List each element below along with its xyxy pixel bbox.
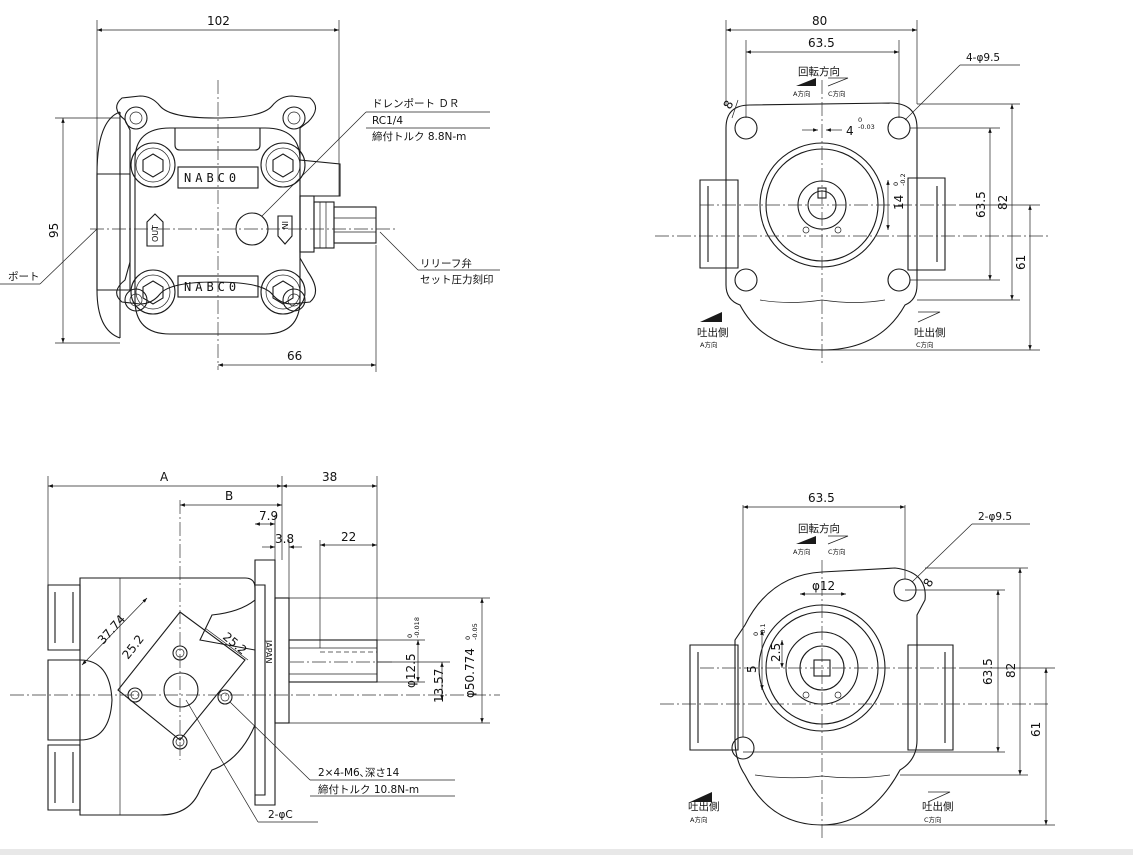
tr-dim-61: 61 — [1014, 255, 1028, 270]
br-dim-12: φ12 — [812, 579, 835, 593]
br-flange-outline — [734, 567, 926, 826]
drain-port-line2: RC1/4 — [372, 115, 403, 127]
front-view: NABC0 NABC0 OUT IN 102 95 — [0, 14, 500, 372]
top-right-view: 80 63.5 回転方向 A方向 C方向 4 0-0.03 14 0-0.2 6… — [655, 14, 1050, 365]
side-boss-bottom — [47, 744, 81, 811]
tr-right-boss — [907, 177, 946, 271]
relief-valve-line1: リリーフ弁 — [420, 257, 472, 270]
br-dim-5: 5 — [745, 665, 759, 673]
dim-125: φ12.5 — [404, 653, 418, 688]
tr-holes-label: 4-φ9.5 — [966, 52, 1000, 64]
dim-66: 66 — [287, 349, 302, 363]
br-left-boss — [689, 644, 739, 751]
tap-line2: 締付トルク 10.8N-m — [318, 783, 419, 796]
tr-dim-82: 82 — [996, 195, 1010, 210]
in-arrow-marker — [277, 215, 293, 245]
br-discharge-c-sub: C方向 — [924, 815, 942, 824]
front-outer — [96, 111, 121, 339]
tr-dir-a: A方向 — [793, 89, 810, 98]
tr-dim-4: 4 — [846, 124, 854, 138]
br-dir-a: A方向 — [793, 547, 810, 556]
tap-line1: 2×4-M6､深さ14 — [318, 767, 400, 779]
br-dim-635-top: 63.5 — [808, 491, 835, 505]
br-dim-635-side: 63.5 — [981, 658, 995, 685]
bottom-right-view: 63.5 回転方向 A方向 C方向 φ12 2.5 5 0-0.1 63.5 8… — [660, 491, 1055, 840]
bottom-edge-bar — [0, 849, 1133, 855]
br-rotation-label: 回転方向 — [798, 522, 840, 535]
tr-dim-635-top: 63.5 — [808, 36, 835, 50]
br-holes-label: 2-φ9.5 — [978, 511, 1012, 523]
side-pilot — [274, 597, 290, 724]
side-square-plate — [117, 611, 246, 741]
tr-dim-14: 14 — [892, 195, 906, 210]
drain-port-line3: 締付トルク 8.8N-m — [372, 130, 466, 143]
holes-c-label: 2-φC — [268, 809, 293, 821]
nameplate-top-text: NABC0 — [184, 171, 240, 185]
dim-50774: φ50.774 — [463, 648, 477, 698]
tr-flange-outline — [725, 102, 918, 351]
tr-tol-4: 0-0.03 — [858, 116, 875, 131]
tr-dim-635-side: 63.5 — [974, 191, 988, 218]
br-discharge-a-sub: A方向 — [690, 815, 707, 824]
dim-3774: 37.74 — [95, 612, 128, 647]
japan-label: JAPAN — [264, 639, 273, 663]
dim-38: 38 — [322, 470, 337, 484]
nameplate-top — [177, 166, 259, 189]
tr-discharge-c-sub: C方向 — [916, 340, 934, 349]
br-discharge-c: 吐出側 — [922, 800, 954, 813]
br-dim-25: 2.5 — [769, 643, 783, 662]
front-recess-top — [174, 128, 261, 151]
side-flange — [254, 559, 276, 806]
br-dim-61: 61 — [1029, 722, 1043, 737]
tr-left-boss — [699, 179, 739, 269]
front-body — [96, 173, 131, 291]
dim-1357: 13.57 — [432, 669, 446, 703]
br-right-boss — [907, 644, 954, 751]
dim-252a: 25.2 — [119, 632, 146, 662]
tr-discharge-a-sub: A方向 — [700, 340, 717, 349]
dim-22: 22 — [341, 530, 356, 544]
drain-port-line1: ドレンポート ＤＲ — [372, 98, 459, 110]
br-dir-c: C方向 — [828, 547, 846, 556]
br-dim-82: 82 — [1004, 663, 1018, 678]
tr-rotation-label: 回転方向 — [798, 65, 840, 78]
br-dim-8: 8 — [920, 576, 936, 590]
br-tol-5: 0-0.1 — [752, 623, 767, 636]
front-flange-outline — [116, 95, 341, 305]
tr-dim-80: 80 — [812, 14, 827, 28]
port-label: ポート — [8, 271, 40, 283]
tol-50774: 0-0.05 — [464, 623, 479, 640]
tr-lower-lip — [759, 299, 886, 303]
dim-a: A — [160, 470, 169, 484]
tr-discharge-a: 吐出側 — [697, 326, 729, 339]
nameplate-bottom-text: NABC0 — [184, 280, 240, 294]
relief-valve — [299, 195, 377, 253]
side-port-center — [163, 672, 199, 708]
hex-bolt-group — [130, 142, 306, 315]
tr-dir-c: C方向 — [828, 89, 846, 98]
dim-b: B — [225, 489, 233, 503]
side-view: JAPAN A B 38 7.9 3.8 22 — [10, 470, 500, 823]
dim-102: 102 — [207, 14, 230, 28]
out-label: OUT — [151, 225, 160, 242]
relief-valve-line2: セット圧力刻印 — [420, 273, 494, 286]
dim-79: 7.9 — [259, 509, 278, 523]
dim-95: 95 — [47, 223, 61, 238]
dim-252b: 25.2 — [220, 630, 249, 658]
dim-38-small: 3.8 — [275, 532, 294, 546]
tol-125: 0-0.018 — [406, 617, 421, 638]
side-shaft — [288, 639, 378, 683]
tr-tol-14: 0-0.2 — [892, 173, 907, 186]
br-discharge-a: 吐出側 — [688, 800, 720, 813]
in-label: IN — [280, 221, 289, 229]
tr-discharge-c: 吐出側 — [914, 326, 946, 339]
out-arrow-marker — [146, 213, 164, 247]
side-boss-top — [47, 584, 81, 651]
